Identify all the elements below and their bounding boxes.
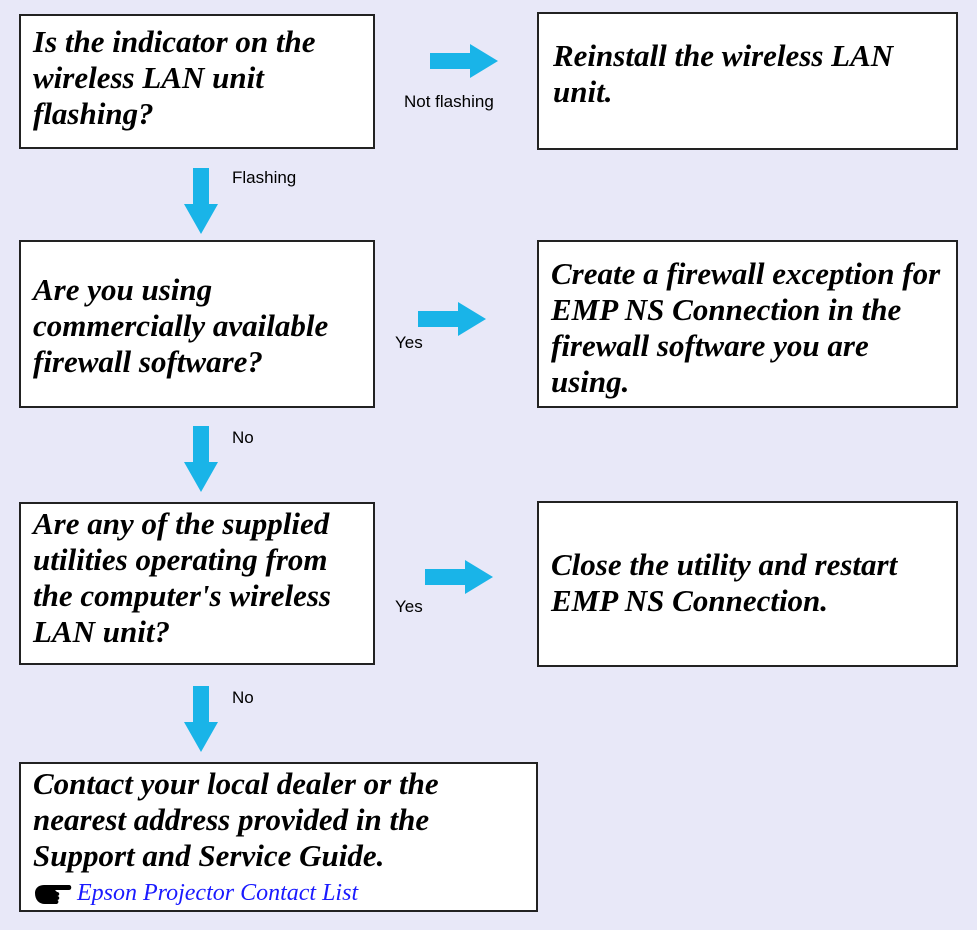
edge-label-yes: Yes (395, 597, 423, 616)
arrow-down-shape (184, 426, 218, 492)
edge-label-not-flashing: Not flashing (404, 92, 494, 111)
pointing-hand-icon (35, 885, 72, 905)
edge-label-flashing: Flashing (232, 168, 297, 187)
action-reinstall-text: Reinstall the wireless LAN unit. (553, 38, 894, 109)
action-firewall-exception-box: Create a firewall exception for EMP NS C… (537, 240, 958, 408)
question-indicator-flashing-text: Is the indicator on the wireless LAN uni… (33, 24, 316, 131)
edge-label-yes: Yes (395, 333, 423, 352)
arrow-right-shape (425, 560, 493, 594)
action-close-utility-box: Close the utility and restart EMP NS Con… (537, 501, 958, 667)
action-firewall-exception-text: Create a firewall exception for EMP NS C… (551, 256, 941, 399)
arrow-down-shape (184, 686, 218, 752)
arrow-down-icon (184, 426, 218, 492)
edge-label-no: No (232, 688, 254, 707)
arrow-right-icon (418, 302, 486, 336)
question-firewall-text: Are you using commercially available fir… (33, 272, 329, 379)
arrow-right-icon (425, 560, 493, 594)
arrow-right-shape (418, 302, 486, 336)
question-utilities-box: Are any of the supplied utilities operat… (19, 502, 375, 665)
arrow-right-shape (430, 44, 498, 78)
contact-list-link[interactable]: Epson Projector Contact List (33, 878, 524, 908)
contact-dealer-box: Contact your local dealer or the nearest… (19, 762, 538, 912)
contact-dealer-text: Contact your local dealer or the nearest… (33, 766, 439, 873)
question-indicator-flashing-box: Is the indicator on the wireless LAN uni… (19, 14, 375, 149)
arrow-down-icon (184, 686, 218, 752)
arrow-down-shape (184, 168, 218, 234)
action-reinstall-box: Reinstall the wireless LAN unit. (537, 12, 958, 150)
contact-list-link-text[interactable]: Epson Projector Contact List (77, 880, 359, 906)
arrow-right-icon (430, 44, 498, 78)
question-firewall-box: Are you using commercially available fir… (19, 240, 375, 408)
edge-label-no: No (232, 428, 254, 447)
hand-shape (35, 885, 72, 905)
arrow-down-icon (184, 168, 218, 234)
question-utilities-text: Are any of the supplied utilities operat… (33, 506, 331, 649)
action-close-utility-text: Close the utility and restart EMP NS Con… (551, 547, 898, 618)
